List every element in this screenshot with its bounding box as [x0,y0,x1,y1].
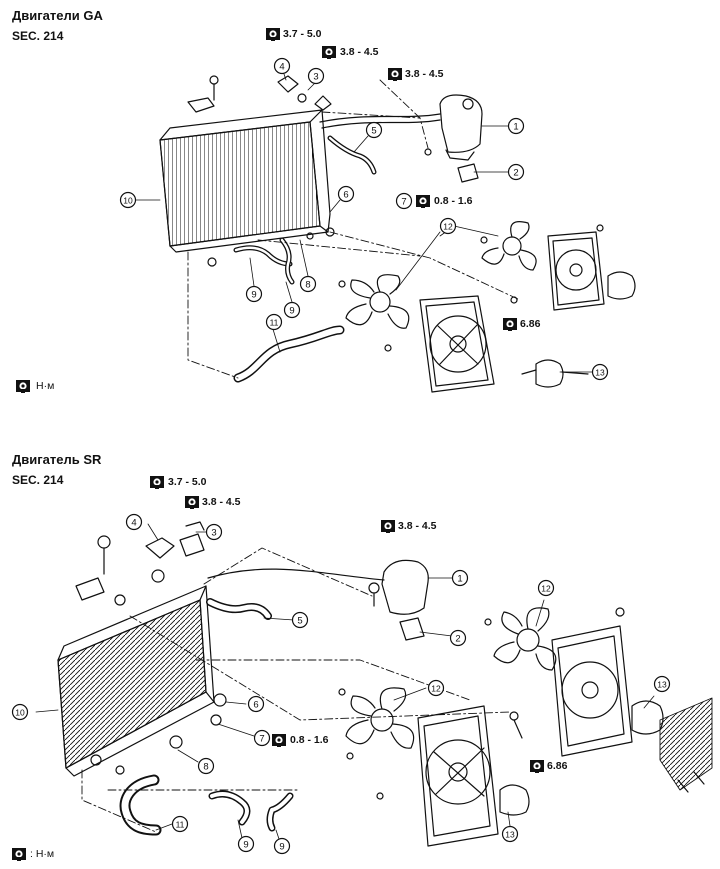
ga-torque-4: 3.8 - 4.5 [340,46,379,58]
sr-torque-7: 0.8 - 1.6 [290,734,329,746]
sr-shroud-front [417,705,499,847]
sr-diagram [57,521,713,847]
sr-callout-4-3: 4 [125,513,143,531]
ga-callout-1-0: 1 [507,117,525,135]
sr-reservoir [368,559,429,641]
sr-legend-unit: : Н·м [30,848,55,860]
ga-radiator [159,109,331,253]
ga-callout-13-12-label: 13 [595,368,605,378]
sr-torque-4: 3.8 - 4.5 [202,496,241,508]
sr-callout-10-10-label: 10 [15,708,25,718]
ga-callout-13-12: 13 [591,363,609,381]
ga-torque-1: 3.8 - 4.5 [405,68,444,80]
section-sr-title: Двигатель SR [12,452,102,467]
sr-callout-2-1-label: 2 [455,634,460,645]
ga-callout-3-2-label: 3 [313,72,318,83]
sr-callout-8-7: 8 [197,757,215,775]
ga-diagram [159,75,636,393]
sr-callout-9-9-label: 9 [279,842,284,853]
ga-callout-12-11: 12 [439,217,457,235]
ga-callout-5-4: 5 [365,121,383,139]
sr-torque-3: 3.7 - 5.0 [168,476,207,488]
ga-callout-7: 7 [395,192,413,210]
sr-callout-5-4: 5 [291,611,309,629]
ga-callout-9-7-label: 9 [251,290,256,301]
ga-shroud-front [419,295,495,393]
sr-callout-8-7-label: 8 [203,762,208,773]
ga-callout-10-9: 10 [119,191,137,209]
sr-callout-11-11: 11 [171,815,189,833]
ga-callout-4-3: 4 [273,57,291,75]
ga-callout-6-5: 6 [337,185,355,203]
sr-callout-13-rear: 13 [653,675,671,693]
ga-callout-7-label: 7 [401,197,406,208]
ga-callout-11-10: 11 [265,313,283,331]
sr-radiator [57,585,215,777]
sr-callout-13-13-label: 13 [505,830,515,840]
ga-callout-5-4-label: 5 [371,126,376,137]
sr-shroud-rear [551,625,633,757]
sr-callout-1-0: 1 [451,569,469,587]
sr-callout-2-1: 2 [449,629,467,647]
ga-reservoir [439,94,483,161]
ga-callout-4-3-label: 4 [279,62,284,73]
ga-callout-11-10-label: 11 [270,318,279,328]
ga-fan-front [345,274,410,329]
ga-torque-fan: 6.86 [520,318,541,330]
ga-callout-1-0-label: 1 [513,122,518,133]
ga-callout-10-9-label: 10 [123,196,133,206]
sr-callout-7-6: 7 [253,729,271,747]
section-sr-sec: SEC. 214 [12,473,64,487]
sr-callout-11-11-label: 11 [176,820,185,830]
section-ga-title: Двигатели GA [12,8,103,23]
sr-callout-12-rear: 12 [537,579,555,597]
ga-torque-3: 3.7 - 5.0 [283,28,322,40]
sr-callout-3-2: 3 [205,523,223,541]
ga-callout-9-8: 9 [283,301,301,319]
sr-callout-12-12-label: 12 [431,684,441,694]
sr-callout-1-0-label: 1 [457,574,462,585]
section-ga-sec: SEC. 214 [12,29,64,43]
ga-callout-2-1-label: 2 [513,168,518,179]
sr-callout-9-8-label: 9 [243,840,248,851]
ga-torque-7: 0.8 - 1.6 [434,195,473,207]
sr-callout-6-5-label: 6 [253,700,258,711]
ga-callout-3-2: 3 [307,67,325,85]
sr-callout-13-13: 13 [501,825,519,843]
sr-fan-front [345,687,415,749]
sr-callout-5-4-label: 5 [297,616,302,627]
sr-torque-1: 3.8 - 4.5 [398,520,437,532]
ga-callout-9-8-label: 9 [289,306,294,317]
ga-callout-12-11-label: 12 [443,222,453,232]
sr-callout-6-5: 6 [247,695,265,713]
sr-callout-10-10: 10 [11,703,29,721]
ga-callout-9-7: 9 [245,285,263,303]
ga-callout-8-6-label: 8 [305,280,310,291]
sr-callout-7-6-label: 7 [259,734,264,745]
sr-torque-fan: 6.86 [547,760,568,772]
ga-callout-2-1: 2 [507,163,525,181]
sr-callout-4-3-label: 4 [131,518,136,529]
ga-legend-unit: Н·м [36,380,55,392]
sr-callout-9-8: 9 [237,835,255,853]
ga-fan-rear [481,221,537,271]
ga-shroud-rear [547,231,605,311]
sr-callout-3-2-label: 3 [211,528,216,539]
sr-callout-13-rear-label: 13 [657,680,667,690]
sr-callout-12-12: 12 [427,679,445,697]
sr-callout-12-rear-label: 12 [541,584,551,594]
ga-callout-8-6: 8 [299,275,317,293]
ga-callout-6-5-label: 6 [343,190,348,201]
sr-callout-9-9: 9 [273,837,291,855]
sr-fan-rear [493,607,557,671]
